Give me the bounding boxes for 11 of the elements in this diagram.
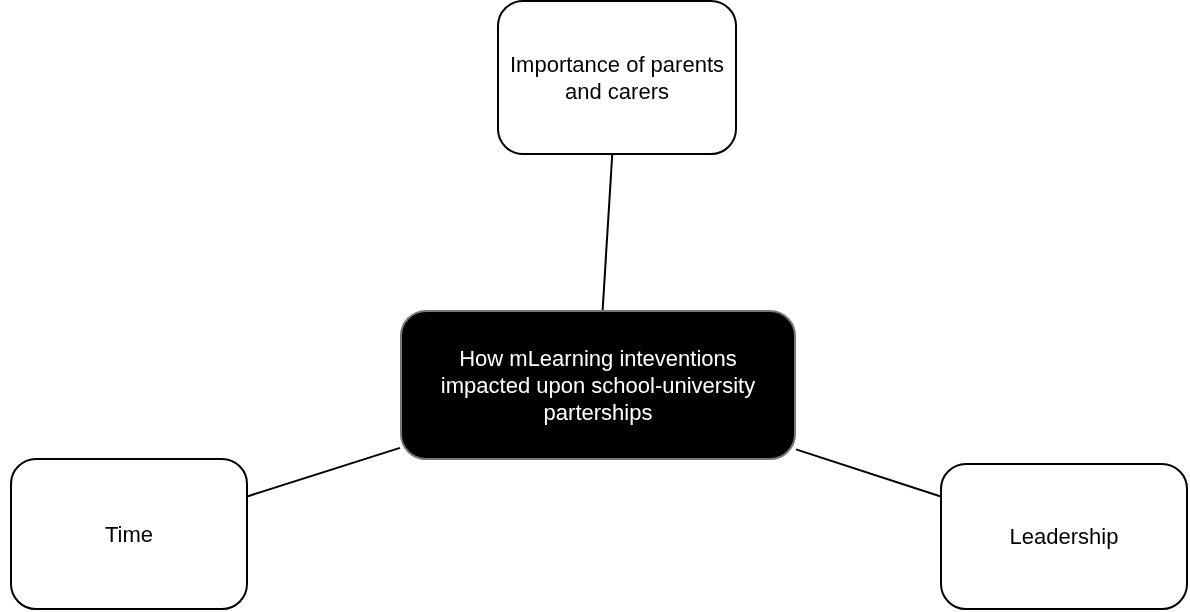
topic-box [10, 458, 248, 610]
connector-line [795, 448, 941, 498]
topic-text: Leadership [1009, 523, 1119, 550]
topic-text: Time [104, 520, 154, 548]
connector-line [601, 154, 614, 311]
topic-box [940, 463, 1188, 610]
connector-line [247, 446, 401, 498]
topic-box [497, 0, 737, 155]
central-topic-box [400, 310, 796, 460]
topic-text: How mLearning inteventions impacted upon school-university parterships [439, 344, 757, 426]
topic-text: Importance of parents and carers [509, 50, 725, 105]
